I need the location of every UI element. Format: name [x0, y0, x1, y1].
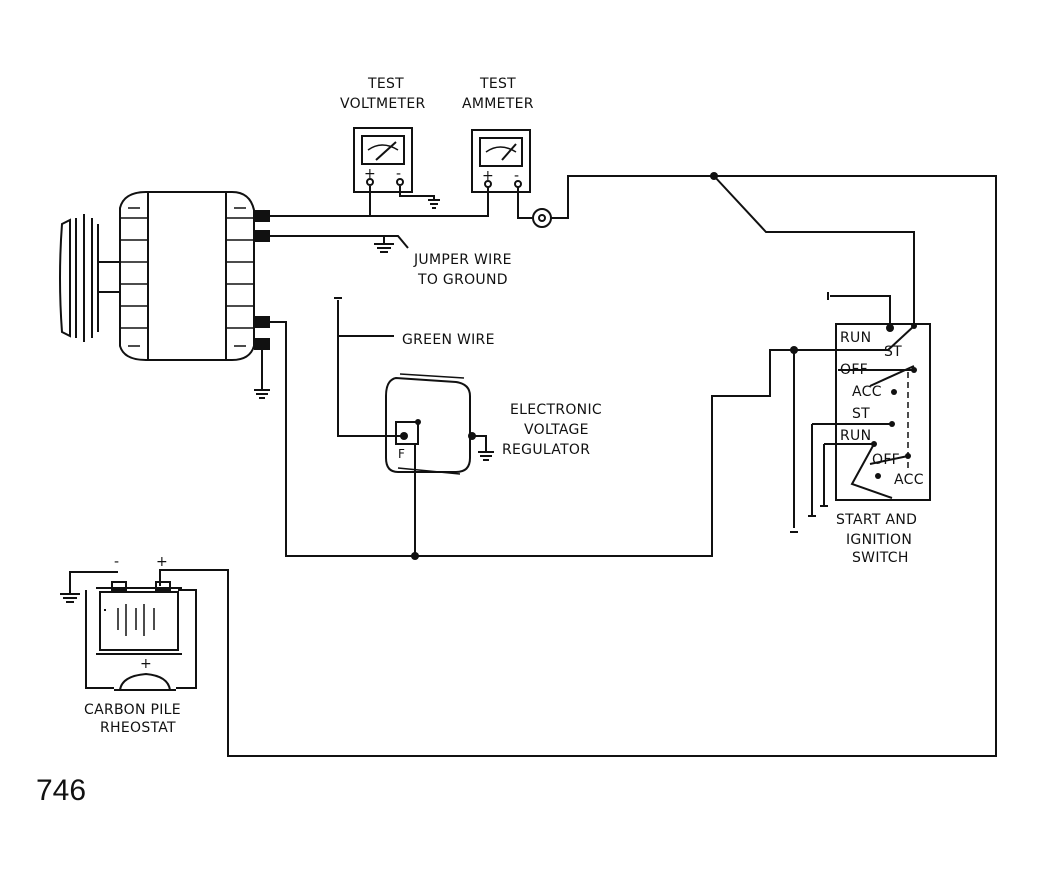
ammeter-minus-label: - — [514, 168, 519, 184]
label-switch-acc-2: ACC — [894, 472, 924, 488]
battery — [60, 571, 182, 655]
label-switch-run-2: RUN — [840, 428, 871, 444]
battery-plus-label: + — [156, 554, 168, 570]
label-switch-title-3: SWITCH — [852, 550, 909, 566]
label-test-voltmeter-1: TEST — [367, 76, 404, 92]
ammeter-plus-label: + — [482, 168, 494, 184]
voltmeter-plus-label: + — [364, 166, 376, 182]
carbon-pile-rheostat — [85, 589, 197, 691]
label-test-ammeter-1: TEST — [479, 76, 516, 92]
label-regulator-1: ELECTRONIC — [510, 402, 602, 418]
label-test-ammeter-2: AMMETER — [462, 96, 534, 112]
label-regulator-3: REGULATOR — [502, 442, 590, 458]
alternator — [59, 191, 270, 361]
label-switch-acc-1: ACC — [852, 384, 882, 400]
label-regulator-f: F — [398, 447, 405, 461]
voltmeter-minus-label: - — [396, 166, 401, 182]
battery-minus-label: - — [114, 554, 119, 570]
label-switch-title-1: START AND — [836, 512, 917, 528]
label-test-voltmeter-2: VOLTMETER — [340, 96, 426, 112]
label-jumper-1: JUMPER WIRE — [413, 252, 512, 268]
label-rheostat-2: RHEOSTAT — [100, 720, 176, 736]
label-switch-title-2: IGNITION — [846, 532, 912, 548]
wiring — [159, 172, 997, 757]
start-and-ignition-switch — [790, 292, 931, 533]
label-switch-st-1: ST — [884, 344, 902, 360]
label-regulator-2: VOLTAGE — [524, 422, 589, 438]
label-green-wire: GREEN WIRE — [402, 332, 495, 348]
figure-number: 746 — [36, 774, 86, 807]
electronic-voltage-regulator — [385, 373, 476, 475]
rheostat-plus-label: + — [140, 656, 152, 672]
test-voltmeter — [353, 127, 413, 193]
label-jumper-2: TO GROUND — [417, 272, 508, 288]
label-switch-run-1: RUN — [840, 330, 871, 346]
label-rheostat-1: CARBON PILE — [84, 702, 181, 718]
label-switch-st-2: ST — [852, 406, 870, 422]
labels: TEST VOLTMETER TEST AMMETER + - + - JUMP… — [36, 76, 924, 807]
label-switch-off-2: OFF — [872, 452, 900, 468]
test-ammeter — [471, 129, 531, 193]
label-switch-off-1: OFF — [840, 362, 868, 378]
